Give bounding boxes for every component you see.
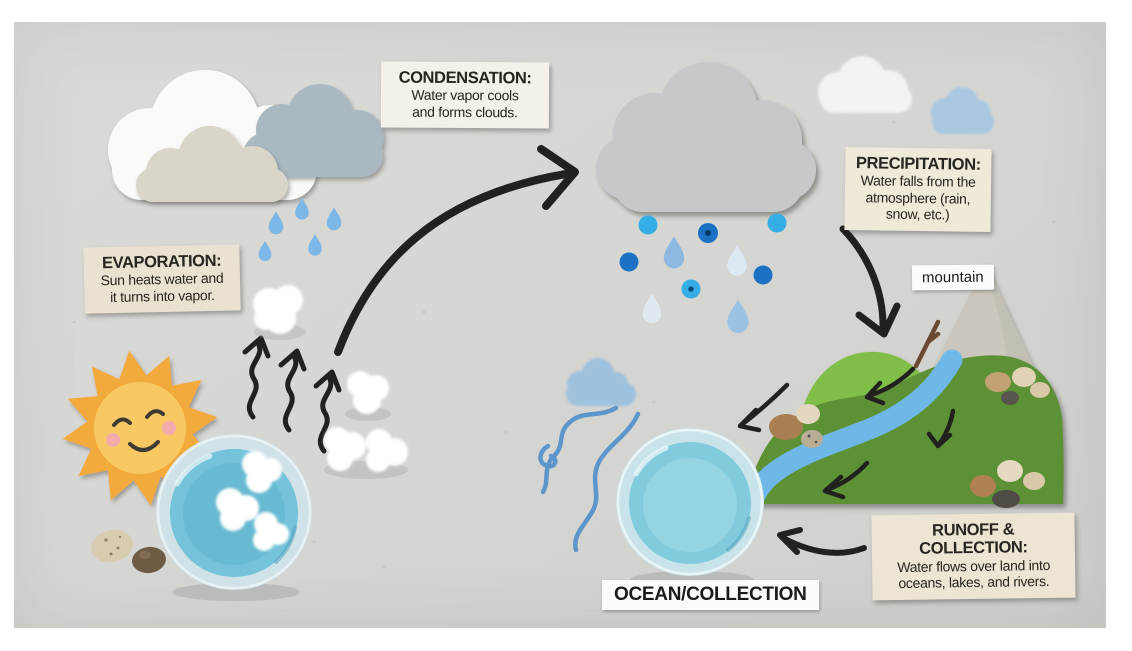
arrow-evaporation-to-condensation <box>334 145 579 356</box>
rain-beads <box>619 213 787 299</box>
felt-cloud-ocean-icon <box>566 358 636 406</box>
precipitation-label-card: PRECIPITATION: Water falls from the atmo… <box>844 146 992 232</box>
evaporation-bowl <box>156 434 312 601</box>
paper-raindrops-left <box>258 198 342 261</box>
condensation-label-card: CONDENSATION: Water vapor cools and form… <box>380 61 550 129</box>
runoff-label-card: RUNOFF & COLLECTION: Water flows over la… <box>871 512 1076 601</box>
craft-scene <box>62 56 1064 601</box>
river <box>742 349 963 511</box>
arrow-precipitation-to-land <box>839 225 901 338</box>
landscape <box>737 263 1064 511</box>
arrow-runoff-to-ocean <box>777 527 867 556</box>
photo-background: EVAPORATION: Sun heats water and it turn… <box>14 22 1106 628</box>
vapor-squiggle-arrows <box>242 335 342 454</box>
evaporation-line-2: it turns into vapor. <box>109 286 215 305</box>
cotton-ball-cluster <box>253 285 408 479</box>
condensation-line-1: Water vapor cools <box>411 87 519 104</box>
condensation-title: CONDENSATION: <box>398 68 532 88</box>
evaporation-label-card: EVAPORATION: Sun heats water and it turn… <box>83 244 241 314</box>
precipitation-line-1: Water falls from the <box>860 172 976 191</box>
condensation-line-2: and forms clouds. <box>412 103 518 121</box>
dark-green-hill <box>746 355 1064 504</box>
ocean-bowl <box>616 428 764 589</box>
big-gray-cloud-icon <box>596 62 816 212</box>
runoff-flow-arrows <box>737 366 956 500</box>
pebbles-left <box>91 529 166 574</box>
mountain-tag: mountain <box>911 264 994 291</box>
runoff-line-2: oceans, lakes, and rivers. <box>898 573 1050 592</box>
runoff-title: RUNOFF & COLLECTION: <box>919 520 1028 559</box>
felt-cloud-blue-icon <box>931 87 994 134</box>
paper-cloud-bluegray-icon <box>243 84 384 177</box>
paper-cloud-beige-icon <box>136 126 288 202</box>
precipitation-line-2: atmosphere (rain, <box>865 189 971 207</box>
felt-cloud-white-icon <box>818 56 912 113</box>
rocks-top-right <box>985 367 1050 405</box>
rocks-left <box>769 404 823 448</box>
precipitation-line-3: snow, etc.) <box>885 205 950 223</box>
ocean-collection-tag: OCEAN/COLLECTION <box>602 580 819 610</box>
yarn-strands <box>538 405 641 553</box>
rocks-bottom-right <box>970 460 1045 508</box>
precipitation-title: PRECIPITATION: <box>855 154 981 174</box>
twig-icon <box>913 319 941 369</box>
